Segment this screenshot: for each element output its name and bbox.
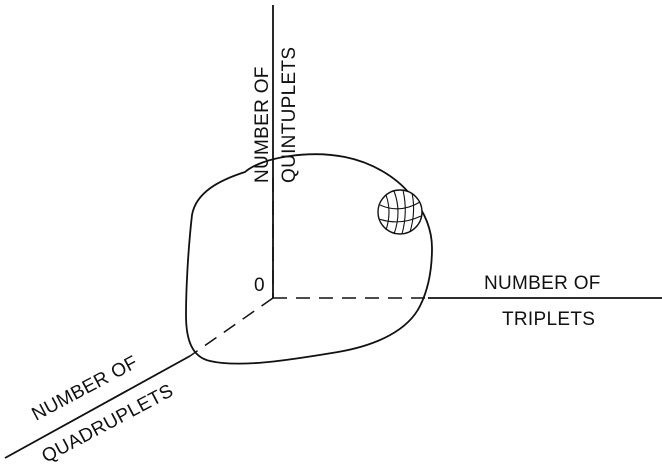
diagonal-axis <box>4 355 191 459</box>
closed-region-outline <box>185 153 433 365</box>
origin-label: 0 <box>254 275 265 296</box>
horizontal-axis-label-line1: NUMBER OF <box>484 273 601 294</box>
diagonal-axis-dashed <box>189 297 274 357</box>
horizontal-axis-label-line2: TRIPLETS <box>502 309 595 330</box>
vertical-axis-label-line1: NUMBER OF <box>252 66 273 183</box>
vertical-axis-label-line2: QUINTUPLETS <box>279 47 300 183</box>
sphere-marker <box>377 189 423 235</box>
